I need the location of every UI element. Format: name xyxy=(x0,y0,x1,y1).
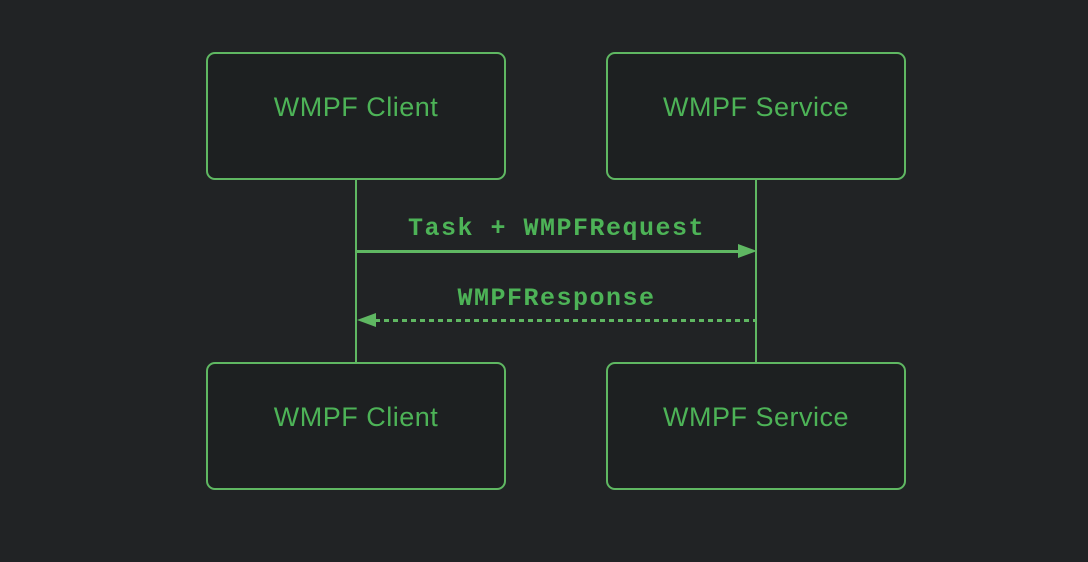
message-label-request: Task + WMPFRequest xyxy=(407,214,706,243)
lifeline-service xyxy=(755,180,757,362)
message-label-response: WMPFResponse xyxy=(457,284,656,313)
participant-label-service: WMPF Service xyxy=(662,91,849,122)
arrowhead-right-icon xyxy=(738,244,757,258)
lifeline-client xyxy=(355,180,357,362)
message-line-request xyxy=(356,250,739,253)
participant-label-service-bottom: WMPF Service xyxy=(662,401,849,432)
arrowhead-left-icon xyxy=(357,313,376,327)
participant-box-client-bottom: WMPF Client xyxy=(206,362,506,490)
participant-box-service-top: WMPF Service xyxy=(606,52,906,180)
message-line-response xyxy=(375,319,756,322)
participant-label-client: WMPF Client xyxy=(273,91,439,122)
participant-box-client-top: WMPF Client xyxy=(206,52,506,180)
participant-box-service-bottom: WMPF Service xyxy=(606,362,906,490)
participant-label-client-bottom: WMPF Client xyxy=(273,401,439,432)
